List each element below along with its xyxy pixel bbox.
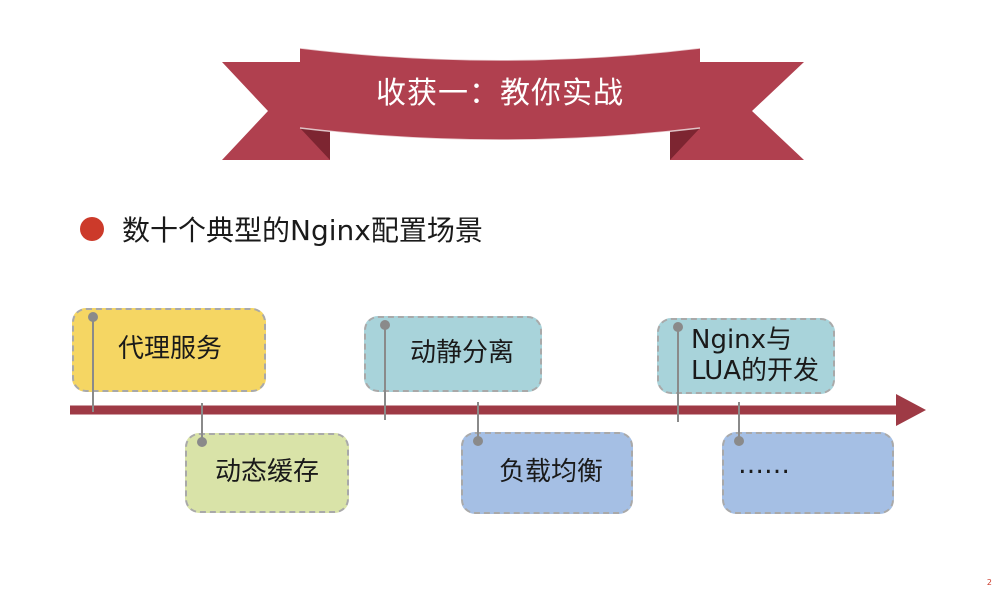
timeline-item-label: Nginx与 LUA的开发: [691, 324, 820, 386]
timeline-item-more: ……: [722, 402, 894, 514]
timeline-tick: [380, 320, 390, 420]
timeline-item-dynamic-cache: 动态缓存: [185, 403, 349, 513]
timeline-item-label: 动态缓存: [215, 457, 320, 488]
timeline-item-proxy: 代理服务: [72, 308, 266, 412]
timeline-tick: [673, 322, 683, 422]
timeline-tick: [734, 402, 744, 446]
timeline-tick: [197, 403, 207, 447]
timeline-item-label: 动静分离: [410, 338, 515, 369]
timeline-arrow: [70, 394, 926, 426]
timeline: 代理服务 动静分离 Nginx与 LUA的开发 动态缓存 负载均衡 ……: [0, 280, 1000, 540]
ribbon-main: [300, 48, 700, 140]
page-number: 2: [986, 578, 992, 587]
ribbon-right-tail: [670, 62, 804, 160]
timeline-item-label: 负载均衡: [499, 457, 604, 488]
timeline-tick: [473, 402, 483, 446]
timeline-item-nginx-lua: Nginx与 LUA的开发: [657, 318, 835, 422]
bullet-point: 数十个典型的Nginx配置场景: [80, 212, 483, 247]
bullet-dot-icon: [80, 217, 104, 241]
bullet-text: 数十个典型的Nginx配置场景: [122, 214, 483, 247]
timeline-item-label: 代理服务: [118, 334, 223, 365]
timeline-item-label: ……: [738, 450, 790, 480]
timeline-item-static-dynamic: 动静分离: [364, 316, 542, 420]
timeline-item-load-balance: 负载均衡: [461, 402, 633, 514]
ribbon-left-fold: [300, 128, 330, 160]
ribbon-right-fold: [670, 128, 700, 160]
title-ribbon: [222, 47, 804, 160]
timeline-tick: [88, 312, 98, 412]
page-title: 收获一：教你实战: [376, 76, 624, 111]
